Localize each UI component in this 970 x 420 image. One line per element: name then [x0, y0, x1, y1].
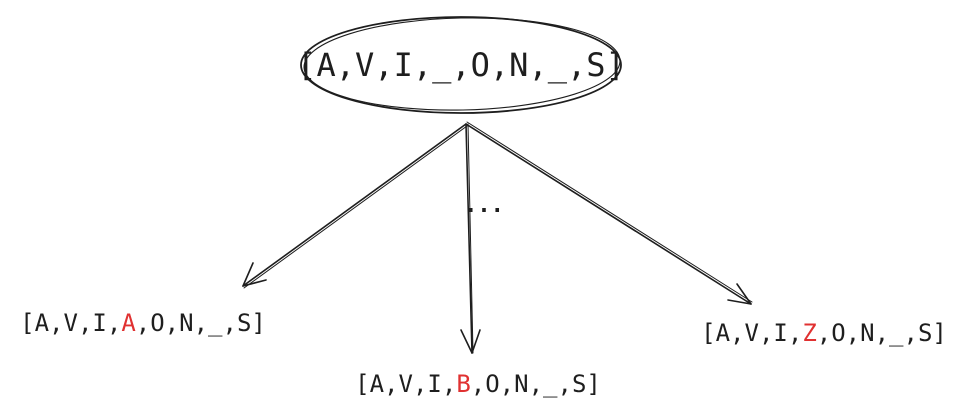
token-separator: ,: [165, 309, 179, 337]
ellipsis: ...: [464, 193, 504, 218]
sequence-token: _: [543, 370, 558, 398]
open-bracket: [: [297, 46, 316, 84]
sequence-token: O: [150, 309, 164, 337]
sequence-token: N: [509, 46, 528, 84]
token-separator: ,: [451, 46, 470, 84]
highlighted-token: Z: [802, 319, 816, 347]
sequence-token: S: [918, 319, 932, 347]
token-separator: ,: [49, 309, 63, 337]
sequence-token: O: [485, 370, 499, 398]
token-separator: ,: [471, 370, 485, 398]
token-separator: ,: [730, 319, 744, 347]
sequence-token: _: [208, 309, 223, 337]
sequence-token: V: [64, 309, 78, 337]
arrow-to-middle-child: [460, 123, 481, 354]
highlighted-token: B: [456, 370, 470, 398]
token-separator: ,: [875, 319, 889, 347]
sequence-token: N: [179, 309, 193, 337]
token-separator: ,: [413, 370, 427, 398]
token-separator: ,: [194, 309, 208, 337]
sequence-token: V: [399, 370, 413, 398]
close-bracket: ]: [586, 370, 600, 398]
token-separator: ,: [567, 46, 586, 84]
token-separator: ,: [557, 370, 571, 398]
open-bracket: [: [355, 370, 369, 398]
sequence-token: I: [92, 309, 106, 337]
sequence-token: _: [889, 319, 904, 347]
close-bracket: ]: [605, 46, 624, 84]
sequence-token: A: [317, 46, 336, 84]
sequence-token: V: [745, 319, 759, 347]
sequence-token: S: [237, 309, 251, 337]
sequence-token: _: [432, 46, 452, 84]
open-bracket: [: [701, 319, 715, 347]
token-separator: ,: [136, 309, 150, 337]
sequence-token: A: [716, 319, 731, 347]
token-separator: ,: [374, 46, 393, 84]
sequence-token: N: [860, 319, 874, 347]
open-bracket: [: [20, 309, 34, 337]
token-separator: ,: [903, 319, 917, 347]
token-separator: ,: [846, 319, 860, 347]
sequence-token: O: [471, 46, 490, 84]
child-sequence-left: [A,V,I,A,O,N,_,S]: [20, 309, 266, 337]
token-separator: ,: [528, 46, 547, 84]
child-sequence-middle: [A,V,I,B,O,N,_,S]: [355, 370, 601, 398]
token-separator: ,: [222, 309, 236, 337]
token-separator: ,: [78, 309, 92, 337]
sequence-token: S: [586, 46, 605, 84]
sequence-token: A: [35, 309, 50, 337]
token-separator: ,: [759, 319, 773, 347]
sequence-token: O: [831, 319, 845, 347]
highlighted-token: A: [121, 309, 136, 337]
sequence-token: V: [355, 46, 374, 84]
sequence-token: S: [572, 370, 586, 398]
root-sequence: [A,V,I,_,O,N,_,S]: [297, 46, 625, 84]
sequence-token: I: [394, 46, 413, 84]
sequence-token: I: [427, 370, 441, 398]
token-separator: ,: [788, 319, 802, 347]
child-sequence-right: [A,V,I,Z,O,N,_,S]: [701, 319, 947, 347]
token-separator: ,: [107, 309, 121, 337]
token-separator: ,: [500, 370, 514, 398]
sequence-token: _: [548, 46, 568, 84]
arrow-to-left-child: [242, 123, 468, 289]
sequence-token: A: [370, 370, 385, 398]
token-separator: ,: [442, 370, 456, 398]
token-separator: ,: [336, 46, 355, 84]
close-bracket: ]: [932, 319, 946, 347]
close-bracket: ]: [251, 309, 265, 337]
sequence-token: I: [773, 319, 787, 347]
arrow-to-right-child: [465, 121, 753, 305]
root-ellipse: [300, 16, 622, 114]
token-separator: ,: [490, 46, 509, 84]
token-separator: ,: [817, 319, 831, 347]
sequence-token: N: [514, 370, 528, 398]
token-separator: ,: [413, 46, 432, 84]
token-separator: ,: [529, 370, 543, 398]
token-separator: ,: [384, 370, 398, 398]
